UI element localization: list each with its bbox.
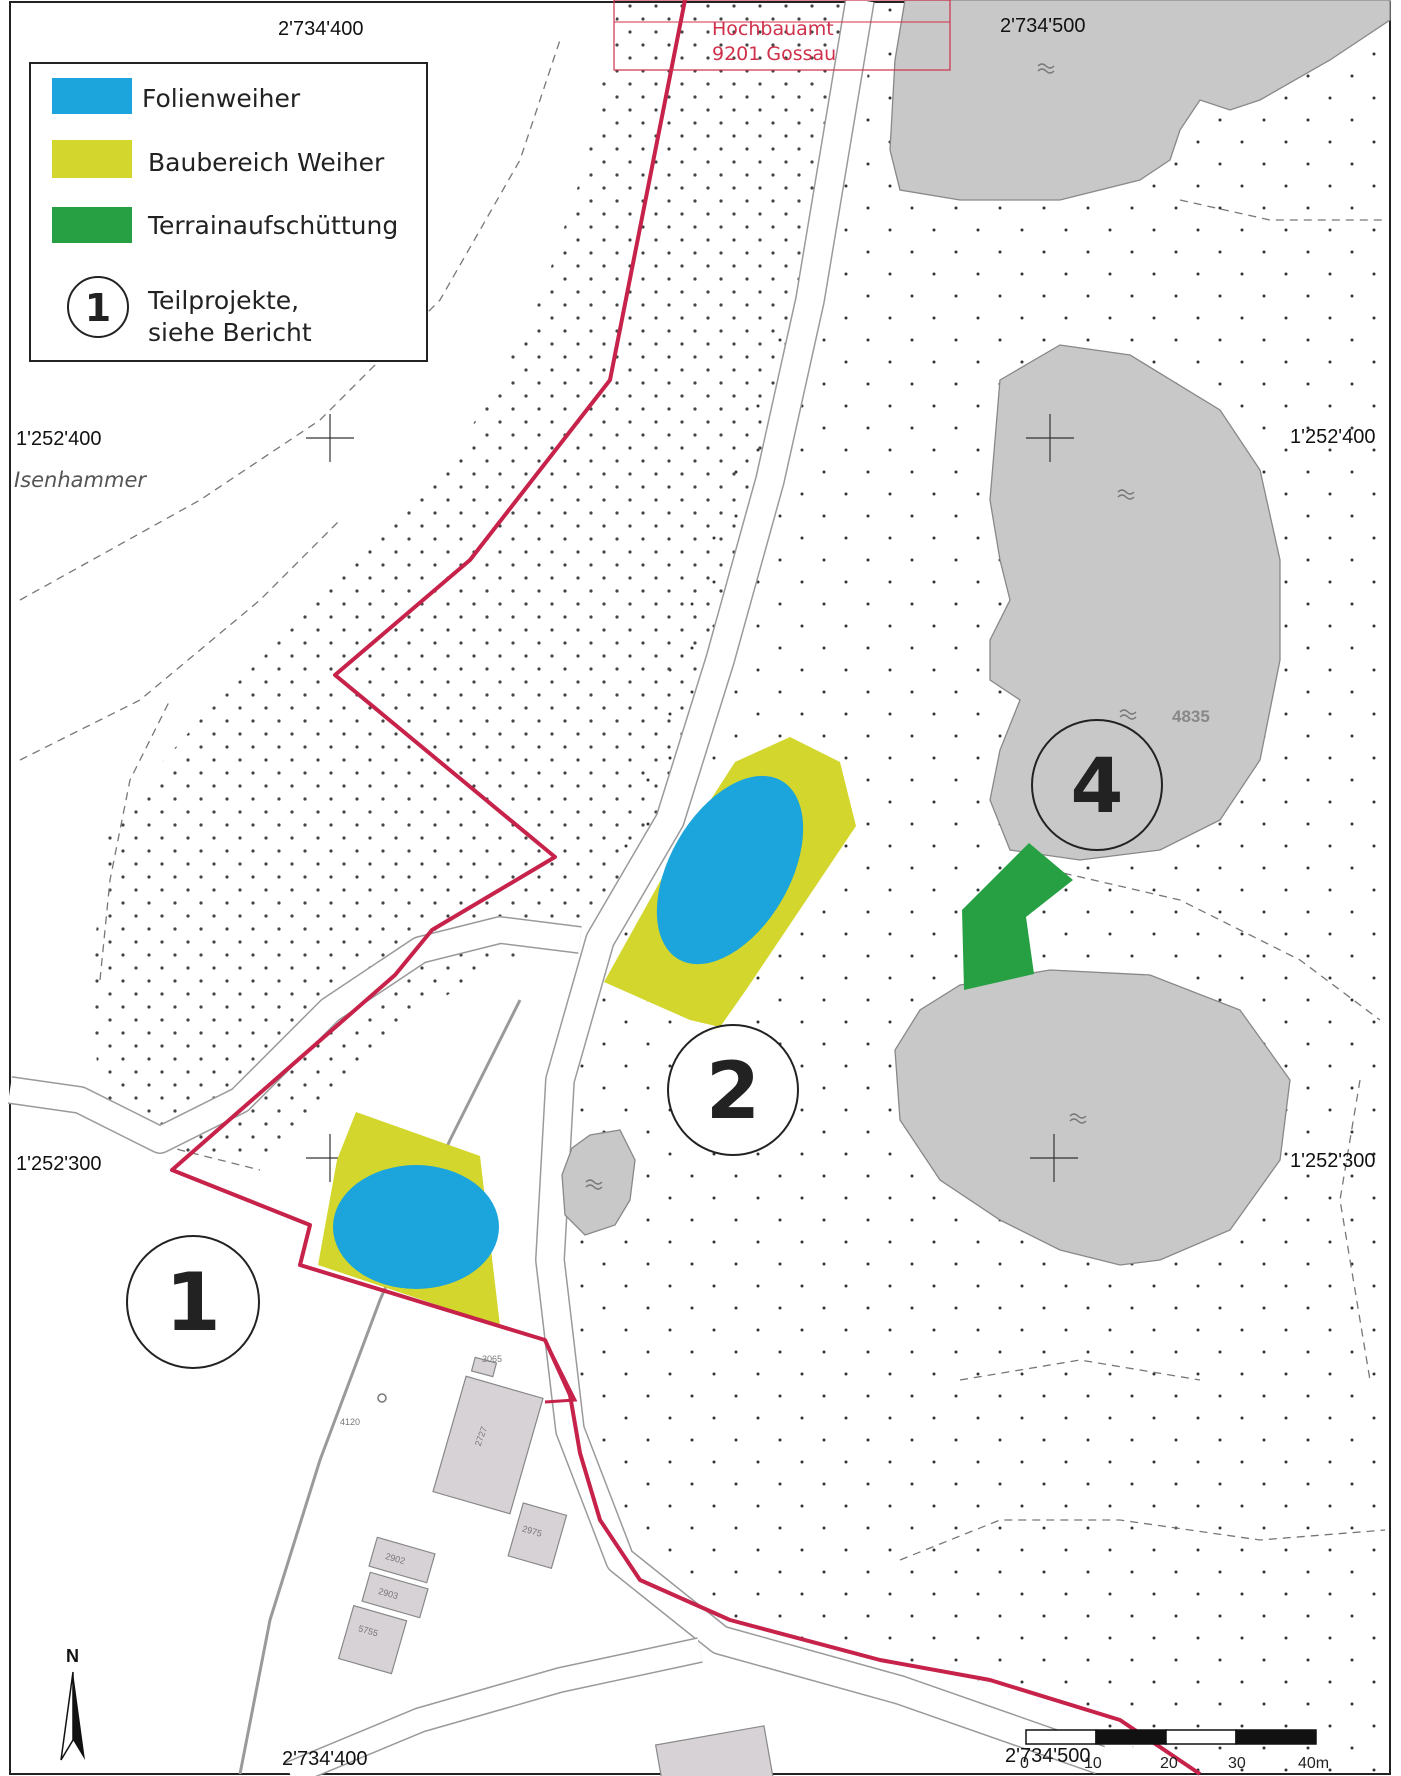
building-2727 [432,1375,544,1515]
stamp-line-1: Hochbauamt [712,18,834,40]
pond-south [894,969,1291,1266]
coord-top-left: 2'734'400 [278,18,364,40]
building-2902 [368,1536,436,1584]
legend: Folienweiher Baubereich Weiher Terrainau… [29,62,428,362]
roads [8,0,1105,1776]
coord-right-upper: 1'252'400 [1290,426,1376,448]
scale-tick-40m: 40m [1298,1755,1329,1772]
legend-swatch-foil-pond [52,78,132,114]
coord-top-right: 2'734'500 [1000,15,1086,37]
coord-right-lower: 1'252'300 [1290,1150,1376,1172]
parcel-number: 4835 [1172,707,1210,726]
building-no-3065: 3065 [482,1354,502,1364]
foil-pond-1 [333,1165,499,1289]
water-symbols [585,63,1137,1190]
legend-marker-label-2: siehe Bericht [148,318,312,347]
scale-bar: 0 10 20 30 40m [1020,1729,1329,1772]
coord-bottom-right: 2'734'500 [1005,1745,1091,1767]
pond-top-right [889,0,1391,201]
coord-bottom-left: 2'734'400 [282,1748,368,1770]
pond-north [989,344,1281,861]
building-3065 [470,1356,498,1378]
svg-text:2: 2 [706,1047,760,1137]
legend-swatch-terrain [52,207,132,243]
scale-tick-10: 10 [1084,1755,1102,1772]
svg-text:1: 1 [165,1256,221,1349]
svg-text:4: 4 [1071,741,1124,830]
legend-label-construction: Baubereich Weiher [148,148,385,177]
scale-tick-30: 30 [1228,1755,1246,1772]
dotted-forest-strip [90,0,860,1160]
survey-point [377,1393,387,1403]
pond-small [561,1129,636,1236]
legend-swatch-construction [52,140,132,178]
marker-2: 2 [667,1024,799,1156]
building-bottom [654,1725,776,1776]
foil-pond-2 [656,775,804,965]
building-no-4120: 4120 [340,1417,360,1427]
buildings [337,1356,776,1776]
boundary-notch [543,1339,578,1404]
grid-crosses [306,414,1078,1182]
legend-label-foil-pond: Folienweiher [142,84,301,113]
terrain-fill [962,843,1073,990]
building-2975 [507,1502,568,1569]
legend-label-terrain: Terrainaufschüttung [147,211,398,240]
north-label: N [66,1646,79,1666]
office-stamp: Hochbauamt 9201 Gossau [613,0,951,71]
marker-4: 4 [1031,719,1163,851]
scale-tick-0: 0 [1020,1755,1029,1772]
marker-1: 1 [126,1235,260,1369]
coord-left-lower: 1'252'300 [16,1153,102,1175]
project-boundary [170,0,1202,1776]
building-2903 [361,1571,429,1619]
stamp-line-2: 9201 Gossau [712,43,836,65]
legend-marker-symbol [67,276,129,338]
coord-left-upper: 1'252'400 [16,428,102,450]
north-arrow: N [60,1646,85,1761]
legend-marker-label-1: Teilprojekte, [147,286,299,315]
place-name: Isenhammer [14,468,147,492]
scale-tick-20: 20 [1160,1755,1178,1772]
building-5755 [337,1604,408,1675]
legend-marker-number: 1 [85,286,111,330]
